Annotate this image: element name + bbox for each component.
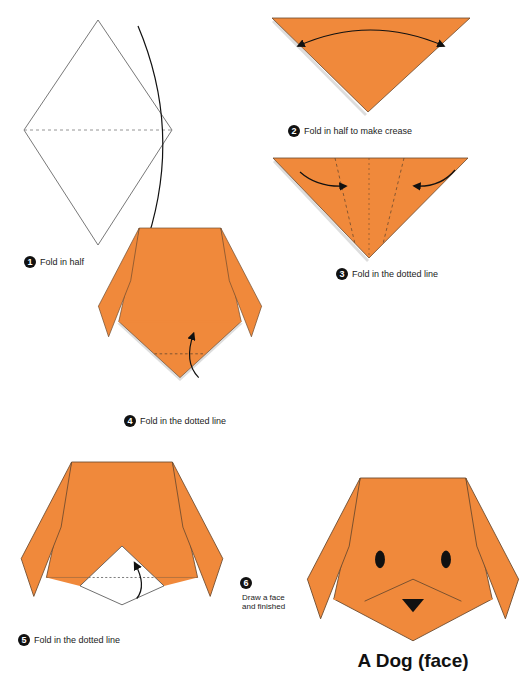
step1-paper [24, 20, 172, 245]
step-instruction: Fold in half to make crease [304, 126, 412, 136]
step-number: 3 [336, 268, 348, 280]
step-number: 5 [18, 634, 30, 646]
diagram-title: A Dog (face) [357, 650, 468, 672]
step-number: 2 [288, 125, 300, 137]
step5-head [21, 462, 223, 605]
step-instruction: Fold in the dotted line [352, 269, 438, 279]
step-instruction: Fold in half [40, 257, 84, 267]
step-instruction: Fold in the dotted line [34, 635, 120, 645]
step-instruction: Draw a face and finished [242, 593, 290, 611]
step3-triangle [273, 158, 468, 262]
step-instruction: Fold in the dotted line [140, 416, 226, 426]
step-number: 6 [240, 577, 252, 589]
step2-triangle [272, 18, 470, 116]
step6-dog-face [307, 478, 518, 641]
step4-head [98, 228, 261, 381]
step-number: 4 [124, 415, 136, 427]
step-number: 1 [24, 256, 36, 268]
